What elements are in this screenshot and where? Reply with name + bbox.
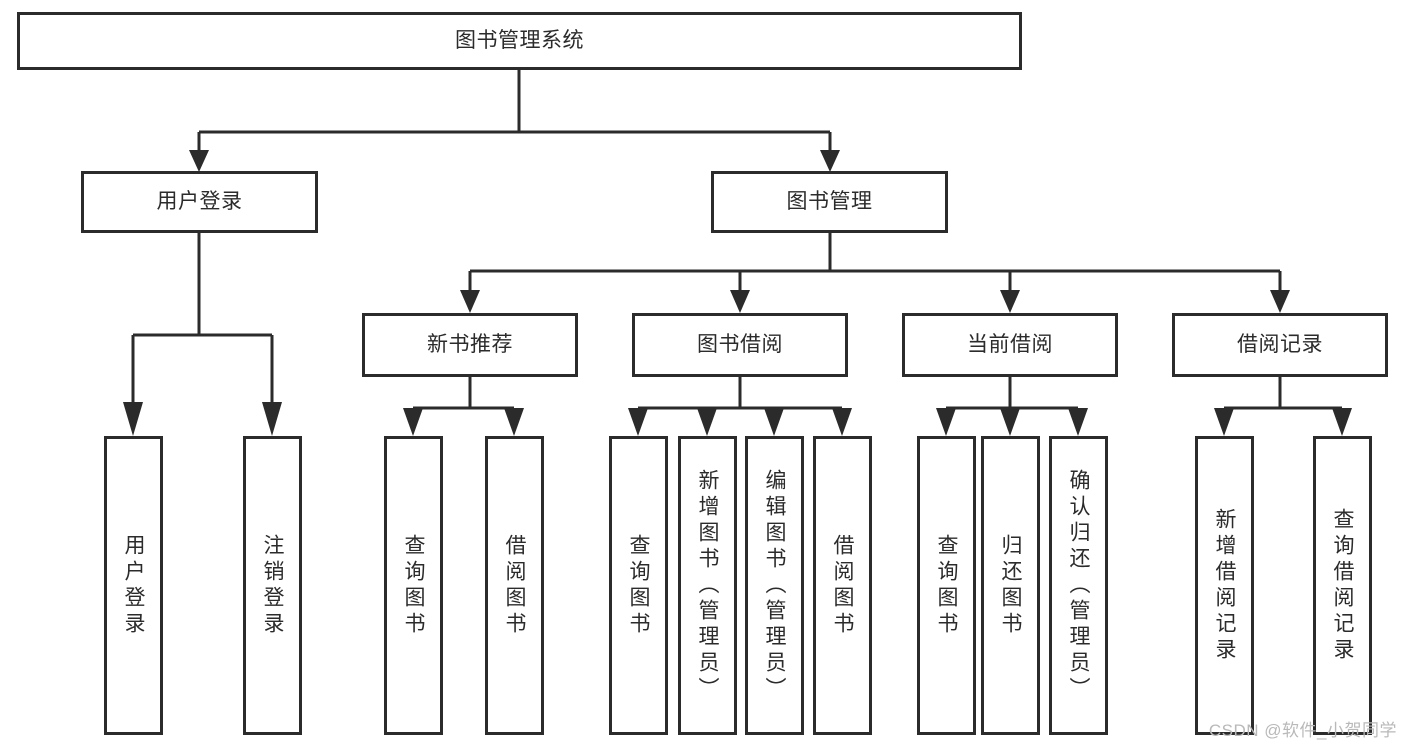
node-leaf-query-record[interactable]: 查询借阅记录 xyxy=(1313,436,1372,735)
watermark-text: CSDN @软件_小贺同学 xyxy=(1208,721,1397,740)
node-leaf-borrow-book-1[interactable]: 借阅图书 xyxy=(485,436,544,735)
node-label: 编辑图书（管理员） xyxy=(763,468,786,703)
node-root-system[interactable]: 图书管理系统 xyxy=(17,12,1022,70)
node-label: 查询图书 xyxy=(627,533,650,638)
node-label: 用户登录 xyxy=(156,190,243,214)
node-user-login[interactable]: 用户登录 xyxy=(81,171,318,233)
node-leaf-logout[interactable]: 注销登录 xyxy=(243,436,302,735)
node-label: 借阅记录 xyxy=(1237,333,1323,357)
node-label: 新书推荐 xyxy=(427,333,513,357)
node-label: 用户登录 xyxy=(122,533,145,638)
node-leaf-return-book[interactable]: 归还图书 xyxy=(981,436,1040,735)
node-book-borrow[interactable]: 图书借阅 xyxy=(632,313,848,377)
node-label: 确认归还（管理员） xyxy=(1067,468,1090,703)
node-label: 图书管理 xyxy=(786,190,873,214)
node-book-manage[interactable]: 图书管理 xyxy=(711,171,948,233)
node-label: 归还图书 xyxy=(999,533,1022,638)
node-leaf-query-book-1[interactable]: 查询图书 xyxy=(384,436,443,735)
node-leaf-add-record[interactable]: 新增借阅记录 xyxy=(1195,436,1254,735)
node-label: 当前借阅 xyxy=(967,333,1053,357)
node-leaf-user-login[interactable]: 用户登录 xyxy=(104,436,163,735)
node-new-book-recommend[interactable]: 新书推荐 xyxy=(362,313,578,377)
node-current-borrow[interactable]: 当前借阅 xyxy=(902,313,1118,377)
node-label: 图书管理系统 xyxy=(455,29,584,53)
node-leaf-confirm-return[interactable]: 确认归还（管理员） xyxy=(1049,436,1108,735)
node-label: 新增图书（管理员） xyxy=(696,468,719,703)
node-label: 图书借阅 xyxy=(697,333,783,357)
node-leaf-query-book-3[interactable]: 查询图书 xyxy=(917,436,976,735)
node-leaf-add-book[interactable]: 新增图书（管理员） xyxy=(678,436,737,735)
node-label: 查询图书 xyxy=(935,533,958,638)
node-label: 借阅图书 xyxy=(831,533,854,638)
node-label: 借阅图书 xyxy=(503,533,526,638)
node-label: 注销登录 xyxy=(261,533,284,638)
node-label: 查询借阅记录 xyxy=(1331,507,1354,664)
node-leaf-edit-book[interactable]: 编辑图书（管理员） xyxy=(745,436,804,735)
node-leaf-borrow-book-2[interactable]: 借阅图书 xyxy=(813,436,872,735)
node-borrow-record[interactable]: 借阅记录 xyxy=(1172,313,1388,377)
node-leaf-query-book-2[interactable]: 查询图书 xyxy=(609,436,668,735)
node-label: 查询图书 xyxy=(402,533,425,638)
node-label: 新增借阅记录 xyxy=(1213,507,1236,664)
